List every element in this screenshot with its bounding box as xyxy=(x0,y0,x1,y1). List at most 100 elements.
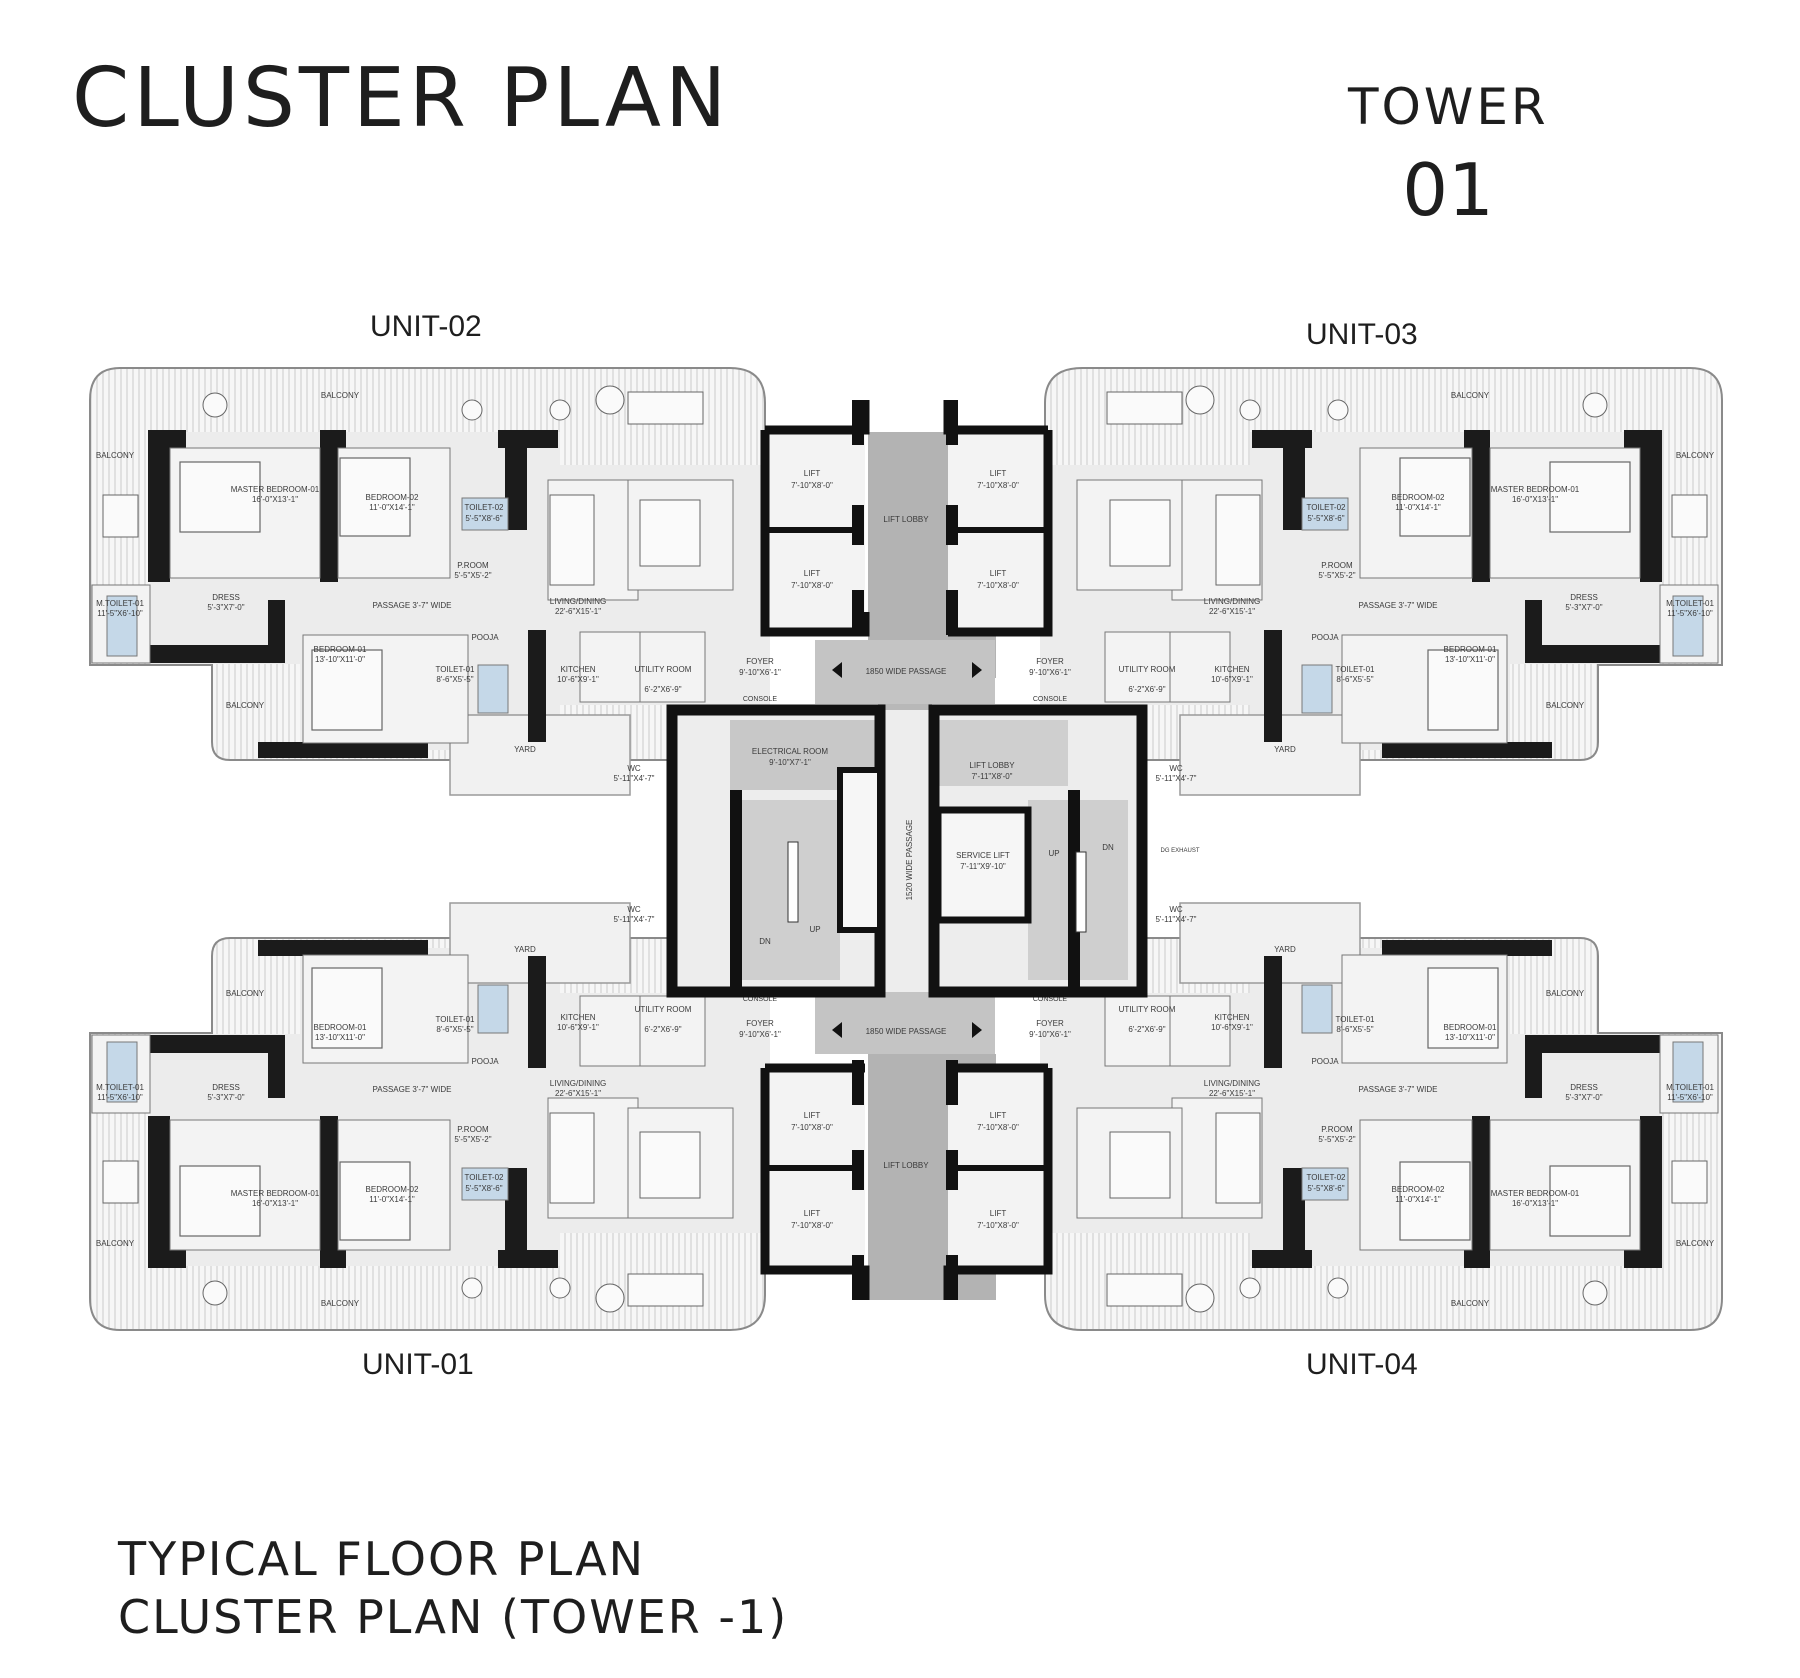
caption-line-1: TYPICAL FLOOR PLAN xyxy=(118,1532,646,1586)
room-size: 11'-5"X6'-10" xyxy=(1667,609,1713,618)
room-label: PASSAGE 3'-7" WIDE xyxy=(373,1085,452,1094)
room-label: YARD xyxy=(514,945,536,954)
room-label: FOYER xyxy=(746,657,774,666)
room-label: KITCHEN xyxy=(1214,665,1249,674)
lift-lobby-label: LIFT LOBBY xyxy=(883,515,929,524)
arrow-left-icon xyxy=(832,662,842,678)
unit-03-plan: BALCONY BALCONY BALCONY MASTER BEDROOM-0… xyxy=(1029,367,1723,796)
room-label: P.ROOM xyxy=(1321,561,1353,570)
room-label: MASTER BEDROOM-01 xyxy=(1491,485,1580,494)
room-label: BEDROOM-02 xyxy=(1392,1185,1445,1194)
room-label: UTILITY ROOM xyxy=(1119,1005,1176,1014)
room-size: 5'-3"X7'-0" xyxy=(1565,603,1602,612)
room-size: 13'-10"X11'-0" xyxy=(1445,1033,1495,1042)
lift-label: LIFT xyxy=(990,1111,1007,1120)
room-label: BEDROOM-02 xyxy=(366,493,419,502)
arrow-right-icon xyxy=(972,1022,982,1038)
unit-02-label: UNIT-02 xyxy=(370,310,482,343)
stair-up-label: UP xyxy=(1048,849,1059,858)
room-label: PASSAGE 3'-7" WIDE xyxy=(373,601,452,610)
room-size: 22'-6"X15'-1" xyxy=(555,1089,601,1098)
unit-02-plan: BALCONY BALCONY BALCONY MASTER BEDROOM-0… xyxy=(89,367,781,796)
lift-label: LIFT xyxy=(804,569,821,578)
tower-number: 01 xyxy=(1402,148,1494,232)
room-label: KITCHEN xyxy=(560,665,595,674)
room-size: 5'-5"X5'-2" xyxy=(454,1135,491,1144)
room-label: DRESS xyxy=(212,1083,240,1092)
room-size: 5'-3"X7'-0" xyxy=(1565,1093,1602,1102)
room-size: 6'-2"X6'-9" xyxy=(644,685,681,694)
room-label: FOYER xyxy=(746,1019,774,1028)
room-label: LIVING/DINING xyxy=(550,1079,606,1088)
room-size: 22'-6"X15'-1" xyxy=(1209,607,1255,616)
room-label: BEDROOM-01 xyxy=(1444,645,1497,654)
room-size: 5'-5"X8'-6" xyxy=(465,514,502,523)
balcony-label: BALCONY xyxy=(96,451,135,460)
lift-size: 7'-10"X8'-0" xyxy=(791,1123,833,1132)
room-label: M.TOILET-01 xyxy=(96,1083,144,1092)
room-size: 5'-11"X4'-7" xyxy=(1155,915,1196,924)
room-label: TOILET-02 xyxy=(465,503,505,512)
room-label: MASTER BEDROOM-01 xyxy=(231,485,320,494)
room-size: 11'-0"X14'-1" xyxy=(369,1195,415,1204)
room-size: 5'-5"X8'-6" xyxy=(1307,1184,1344,1193)
room-label: LIVING/DINING xyxy=(550,597,606,606)
room-label: BEDROOM-01 xyxy=(1444,1023,1497,1032)
room-label: DRESS xyxy=(212,593,240,602)
room-size: 5'-11"X4'-7" xyxy=(613,774,654,783)
room-size: 13'-10"X11'-0" xyxy=(315,655,365,664)
room-label: YARD xyxy=(514,745,536,754)
unit-04-label: UNIT-04 xyxy=(1306,1348,1418,1381)
room-size: 6'-2"X6'-9" xyxy=(644,1025,681,1034)
balcony-label: BALCONY xyxy=(226,989,265,998)
lift-lobby-core-label: LIFT LOBBY xyxy=(969,761,1015,770)
room-label: TOILET-02 xyxy=(465,1173,505,1182)
lift-size: 7'-10"X8'-0" xyxy=(977,1221,1019,1230)
room-label: DRESS xyxy=(1570,593,1598,602)
room-label: WC xyxy=(1169,905,1183,914)
balcony-label: BALCONY xyxy=(1546,989,1585,998)
arrow-right-icon xyxy=(972,662,982,678)
balcony-label: BALCONY xyxy=(226,701,265,710)
tower-label: TOWER xyxy=(1348,78,1549,136)
room-size: 11'-5"X6'-10" xyxy=(1667,1093,1713,1102)
wide-passage-label: 1850 WIDE PASSAGE xyxy=(866,1027,947,1036)
room-size: 5'-5"X8'-6" xyxy=(1307,514,1344,523)
room-size: 16'-0"X13'-1" xyxy=(252,495,298,504)
room-label: CONSOLE xyxy=(743,996,778,1003)
lift-size: 7'-10"X8'-0" xyxy=(791,481,833,490)
room-label: CONSOLE xyxy=(1033,696,1068,703)
room-size: 11'-0"X14'-1" xyxy=(1395,503,1441,512)
room-size: 5'-11"X4'-7" xyxy=(613,915,654,924)
room-size: 5'-5"X5'-2" xyxy=(454,571,491,580)
room-label: POOJA xyxy=(471,1057,499,1066)
room-label: UTILITY ROOM xyxy=(635,665,692,674)
balcony-label: BALCONY xyxy=(1451,1299,1490,1308)
room-size: 5'-5"X5'-2" xyxy=(1318,571,1355,580)
lift-label: LIFT xyxy=(804,1209,821,1218)
unit-01-plan: BALCONY BALCONY BALCONY MASTER BEDROOM-0… xyxy=(89,902,781,1331)
unit-03-label: UNIT-03 xyxy=(1306,318,1418,351)
stair-dn-label: DN xyxy=(1102,843,1114,852)
room-label: UTILITY ROOM xyxy=(635,1005,692,1014)
lift-size: 7'-10"X8'-0" xyxy=(977,581,1019,590)
caption-line-2: CLUSTER PLAN (TOWER -1) xyxy=(118,1590,789,1644)
lift-label: LIFT xyxy=(990,469,1007,478)
wide-passage-label: 1850 WIDE PASSAGE xyxy=(866,667,947,676)
balcony-label: BALCONY xyxy=(96,1239,135,1248)
balcony-label: BALCONY xyxy=(1546,701,1585,710)
room-label: BEDROOM-02 xyxy=(366,1185,419,1194)
room-label: UTILITY ROOM xyxy=(1119,665,1176,674)
room-size: 6'-2"X6'-9" xyxy=(1128,685,1165,694)
room-size: 5'-3"X7'-0" xyxy=(207,603,244,612)
room-size: 11'-5"X6'-10" xyxy=(97,1093,143,1102)
balcony-label: BALCONY xyxy=(321,1299,360,1308)
room-label: KITCHEN xyxy=(1214,1013,1249,1022)
room-label: YARD xyxy=(1274,945,1296,954)
electrical-room-label: ELECTRICAL ROOM xyxy=(752,747,828,756)
room-size: 13'-10"X11'-0" xyxy=(315,1033,365,1042)
balcony-label: BALCONY xyxy=(321,391,360,400)
room-size: 8'-6"X5'-5" xyxy=(1336,675,1373,684)
room-size: 10'-6"X9'-1" xyxy=(1211,1023,1253,1032)
